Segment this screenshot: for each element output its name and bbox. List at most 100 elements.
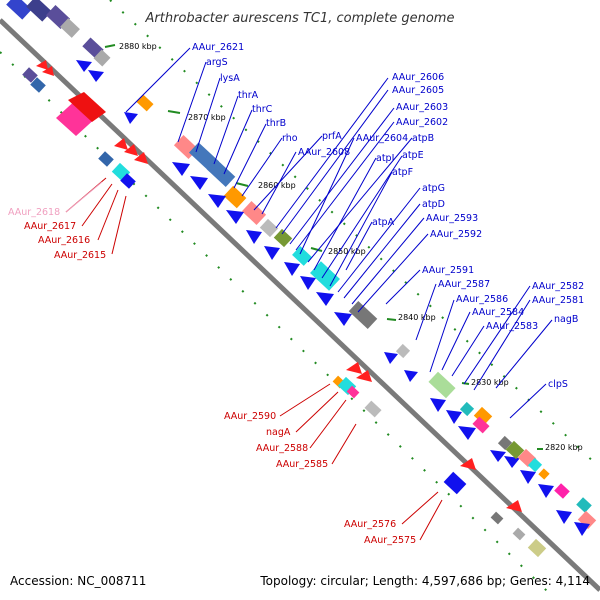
gene-label[interactable]: AAur_2605 xyxy=(392,85,444,96)
gene-arrow xyxy=(556,510,572,524)
gene-arrow xyxy=(490,450,506,462)
gene-block xyxy=(538,468,550,480)
gene-block xyxy=(241,201,267,225)
gene-block xyxy=(527,457,543,473)
gene-arrow xyxy=(246,230,262,244)
reverse-gene-labels: AAur_2618 AAur_2617 AAur_2616 AAur_2615 … xyxy=(8,207,416,546)
gene-label[interactable]: AAur_2593 xyxy=(426,213,478,224)
gene-label[interactable]: AAur_2602 xyxy=(396,117,448,128)
gene-block xyxy=(512,527,526,541)
gene-arrow xyxy=(430,398,446,412)
gene-label[interactable]: AAur_2584 xyxy=(472,307,524,318)
gene-block xyxy=(22,67,38,83)
gene-label[interactable]: thrC xyxy=(252,104,273,115)
gene-block xyxy=(292,246,312,266)
gene-block xyxy=(223,185,247,209)
gene-label[interactable]: atpB xyxy=(412,133,434,144)
gene-block xyxy=(259,218,279,238)
gene-label[interactable]: nagA xyxy=(266,427,291,438)
gene-block xyxy=(120,173,136,189)
gene-block xyxy=(472,416,490,434)
gene-label[interactable]: atpF xyxy=(392,167,413,178)
gene-label[interactable]: AAur_2583 xyxy=(486,321,538,332)
gene-label[interactable]: AAur_2582 xyxy=(532,281,584,292)
topology-text: Topology: circular; Length: 4,597,686 bp… xyxy=(259,574,590,588)
gene-label[interactable]: AAur_2618 xyxy=(8,207,60,218)
gene-label[interactable]: AAur_2617 xyxy=(24,221,76,232)
gene-label[interactable]: AAur_2575 xyxy=(364,535,416,546)
gene-label[interactable]: atpE xyxy=(402,150,424,161)
gene-arrow xyxy=(190,176,208,190)
gene-block xyxy=(93,49,111,67)
gene-label[interactable]: AAur_2585 xyxy=(276,459,328,470)
gene-label[interactable]: AAur_2590 xyxy=(224,411,276,422)
gene-block xyxy=(577,510,597,530)
gene-block xyxy=(346,385,360,399)
gene-label[interactable]: atpI xyxy=(376,153,394,164)
gene-label[interactable]: AAur_2621 xyxy=(192,42,244,53)
gene-label[interactable]: AAur_2591 xyxy=(422,265,474,276)
gene-label[interactable]: AAur_2587 xyxy=(438,279,490,290)
gene-label[interactable]: atpD xyxy=(422,199,445,210)
tick-2840: 2840 kbp xyxy=(386,313,436,322)
gene-block xyxy=(395,343,411,359)
gene-label[interactable]: rho xyxy=(282,133,298,144)
tick-2830: 2830 kbp xyxy=(461,378,509,387)
gene-label[interactable]: atpG xyxy=(422,183,445,194)
gene-label[interactable]: AAur_2615 xyxy=(54,250,106,261)
gene-label[interactable]: thrB xyxy=(266,118,286,129)
gene-block xyxy=(527,538,547,558)
gene-arrow xyxy=(76,60,92,72)
gene-label[interactable]: clpS xyxy=(548,379,568,390)
gene-arrow xyxy=(384,352,398,364)
gene-label[interactable]: nagB xyxy=(554,314,578,325)
gene-label[interactable]: AAur_2604 xyxy=(356,133,408,144)
gene-arrow xyxy=(460,458,476,470)
gene-arrow xyxy=(114,138,128,150)
gene-label[interactable]: argS xyxy=(206,57,228,68)
gene-block xyxy=(459,401,475,417)
tick-2860: 2860 kbp xyxy=(235,181,296,190)
gene-label[interactable]: AAur_2581 xyxy=(532,295,584,306)
gene-label[interactable]: AAur_2586 xyxy=(456,294,508,305)
gene-arrow xyxy=(300,276,316,290)
tick-ring-inner xyxy=(109,0,600,469)
gene-arrow xyxy=(264,246,280,260)
gene-block xyxy=(364,400,382,418)
gene-arrow xyxy=(334,312,352,326)
gene-block xyxy=(98,151,114,167)
gene-arrow xyxy=(506,500,522,512)
gene-arrow xyxy=(446,410,462,424)
gene-block xyxy=(26,0,52,22)
gene-label[interactable]: thrA xyxy=(238,90,259,101)
gene-label[interactable]: AAur_2616 xyxy=(38,235,90,246)
gene-label[interactable]: AAur_2588 xyxy=(256,443,308,454)
gene-label[interactable]: AAur_2592 xyxy=(430,229,482,240)
gene-arrow xyxy=(458,426,476,440)
gene-label[interactable]: AAur_2603 xyxy=(396,102,448,113)
gene-arrow xyxy=(574,522,590,536)
gene-arrow xyxy=(208,194,226,208)
gene-block xyxy=(473,406,493,426)
gene-label[interactable]: prfA xyxy=(322,131,342,142)
gene-label[interactable]: atpA xyxy=(372,217,395,228)
gene-label[interactable]: AAur_2608 xyxy=(298,147,350,158)
svg-text:2830 kbp: 2830 kbp xyxy=(471,378,509,387)
gene-label[interactable]: AAur_2576 xyxy=(344,519,396,530)
gene-block xyxy=(6,0,32,20)
gene-label[interactable]: lysA xyxy=(220,73,240,84)
gene-block xyxy=(310,261,340,291)
gene-label[interactable]: AAur_2606 xyxy=(392,72,444,83)
forward-gene-labels: AAur_2621 argS lysA thrA thrC thrB rho p… xyxy=(192,42,584,390)
gene-block xyxy=(30,77,46,93)
gene-block xyxy=(428,371,456,399)
gene-arrow xyxy=(124,112,138,124)
gene-block xyxy=(136,94,154,112)
svg-text:2880 kbp: 2880 kbp xyxy=(119,42,157,51)
accession-text: Accession: NC_008711 xyxy=(10,574,146,588)
gene-arrow xyxy=(124,144,138,156)
gene-block xyxy=(505,440,525,460)
tick-2870: 2870 kbp xyxy=(167,110,226,122)
gene-arrow xyxy=(504,456,520,468)
